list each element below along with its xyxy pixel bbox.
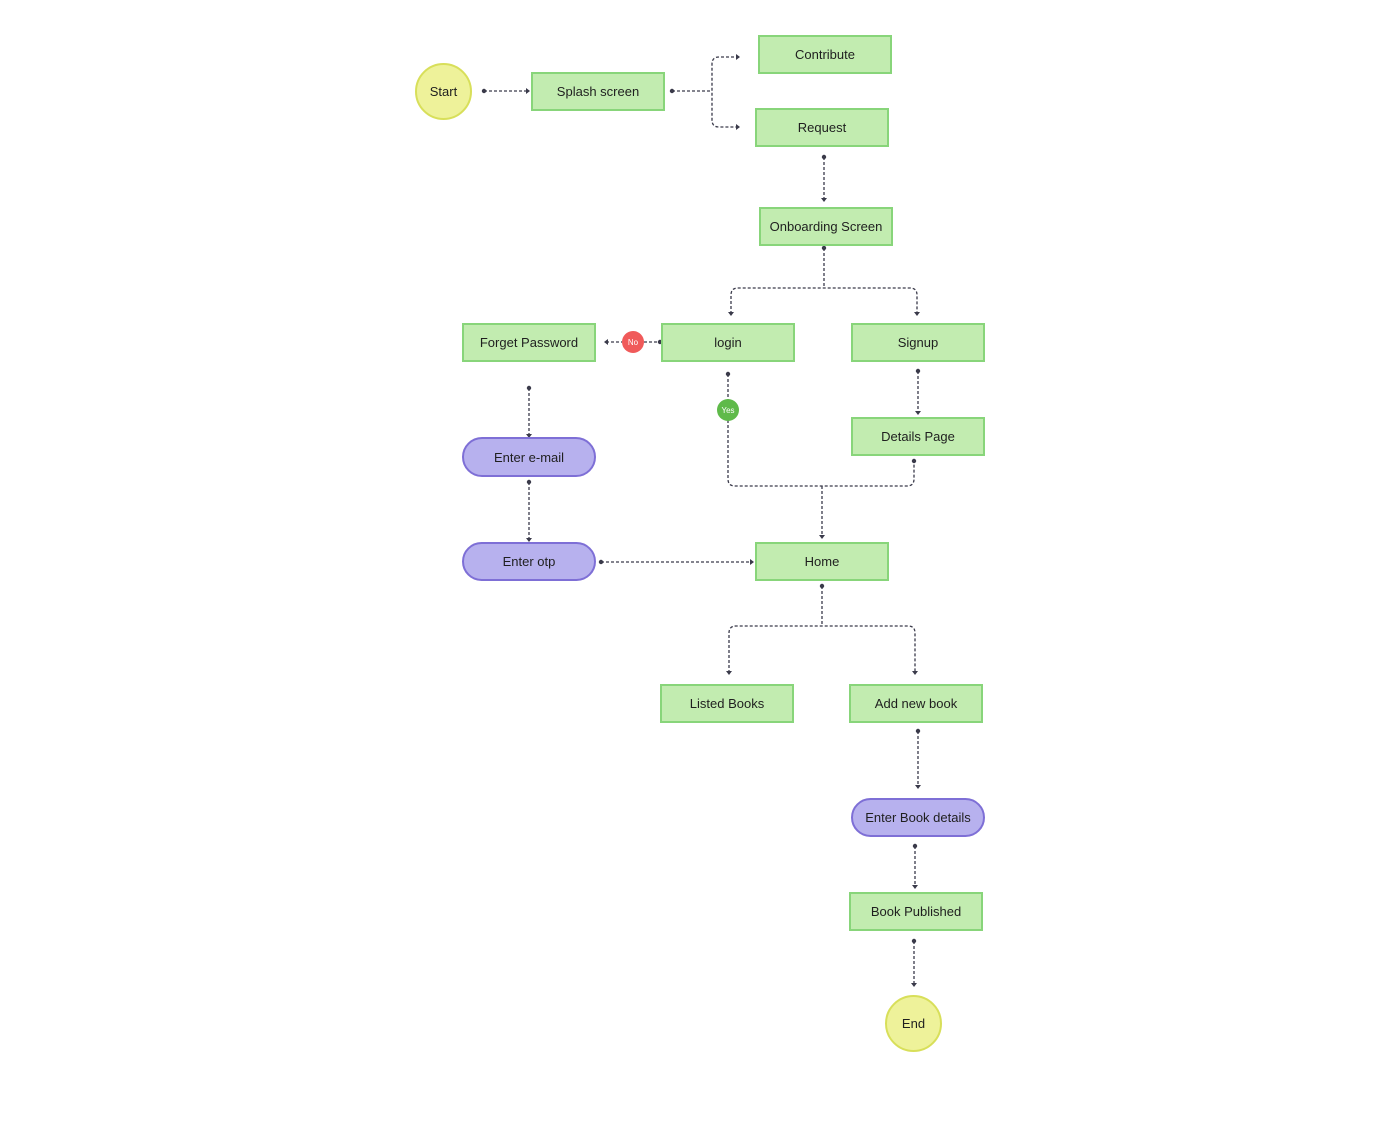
details-page-node[interactable]: Details Page (851, 417, 985, 456)
connector-dot (821, 154, 827, 160)
arrowhead (526, 434, 532, 438)
listed-books-label: Listed Books (689, 696, 765, 711)
splash-screen-label: Splash screen (556, 84, 640, 99)
connector-dot (915, 728, 921, 734)
arrowhead (604, 339, 608, 345)
enter-otp-label: Enter otp (502, 554, 556, 569)
connector-dot (912, 843, 918, 849)
connector-login-yes (727, 374, 915, 487)
end-node[interactable]: End (885, 995, 942, 1052)
signup-node[interactable]: Signup (851, 323, 985, 362)
forget-password-node[interactable]: Forget Password (462, 323, 596, 362)
arrowhead (915, 411, 921, 415)
add-new-book-label: Add new book (874, 696, 958, 711)
end-label: End (901, 1016, 926, 1031)
arrowhead (915, 785, 921, 789)
login-label: login (714, 335, 742, 350)
arrowhead (912, 885, 918, 889)
listed-books-node[interactable]: Listed Books (660, 684, 794, 723)
arrowhead (821, 198, 827, 202)
request-label: Request (797, 120, 847, 135)
arrowhead (526, 88, 530, 94)
connector-dot (481, 88, 487, 94)
login-node[interactable]: login (661, 323, 795, 362)
connector-dot (911, 458, 917, 464)
yes-badge: Yes (717, 399, 739, 421)
connector-dot (669, 88, 675, 94)
no-badge: No (622, 331, 644, 353)
request-node[interactable]: Request (755, 108, 889, 147)
arrowhead (911, 983, 917, 987)
enter-otp-node[interactable]: Enter otp (462, 542, 596, 581)
contribute-node[interactable]: Contribute (758, 35, 892, 74)
arrowhead (736, 124, 740, 130)
arrowhead (526, 538, 532, 542)
enter-email-node[interactable]: Enter e-mail (462, 437, 596, 477)
connector-dot (725, 371, 731, 377)
arrowhead (750, 559, 754, 565)
enter-book-details-label: Enter Book details (865, 810, 971, 825)
start-node[interactable]: Start (415, 63, 472, 120)
home-label: Home (804, 554, 840, 569)
signup-label: Signup (897, 335, 939, 350)
enter-book-details-node[interactable]: Enter Book details (851, 798, 985, 837)
connector-dot (915, 368, 921, 374)
enter-email-label: Enter e-mail (493, 449, 565, 465)
arrowhead (914, 312, 920, 316)
contribute-label: Contribute (795, 47, 855, 62)
connector-dot (526, 479, 532, 485)
arrowhead (728, 312, 734, 316)
arrowhead (726, 671, 732, 675)
arrowhead (736, 54, 740, 60)
connector-branch-contribute (711, 56, 739, 128)
arrowhead (819, 535, 825, 539)
home-node[interactable]: Home (755, 542, 889, 581)
splash-screen-node[interactable]: Splash screen (531, 72, 665, 111)
details-page-label: Details Page (881, 429, 955, 444)
no-badge-label: No (627, 337, 639, 347)
connector-dot (526, 385, 532, 391)
yes-badge-label: Yes (721, 405, 735, 415)
onboarding-screen-node[interactable]: Onboarding Screen (759, 207, 893, 246)
book-published-node[interactable]: Book Published (849, 892, 983, 931)
connector-dot (819, 583, 825, 589)
add-new-book-node[interactable]: Add new book (849, 684, 983, 723)
book-published-label: Book Published (870, 904, 962, 919)
start-label: Start (429, 84, 458, 99)
connector-split-listed-add (728, 625, 916, 673)
forget-password-label: Forget Password (479, 335, 579, 350)
connector-dot (598, 559, 604, 565)
connector-dot (821, 245, 827, 251)
connector-dot (911, 938, 917, 944)
connector-split-login-signup (730, 287, 918, 314)
onboarding-screen-label: Onboarding Screen (769, 219, 883, 234)
arrowhead (912, 671, 918, 675)
